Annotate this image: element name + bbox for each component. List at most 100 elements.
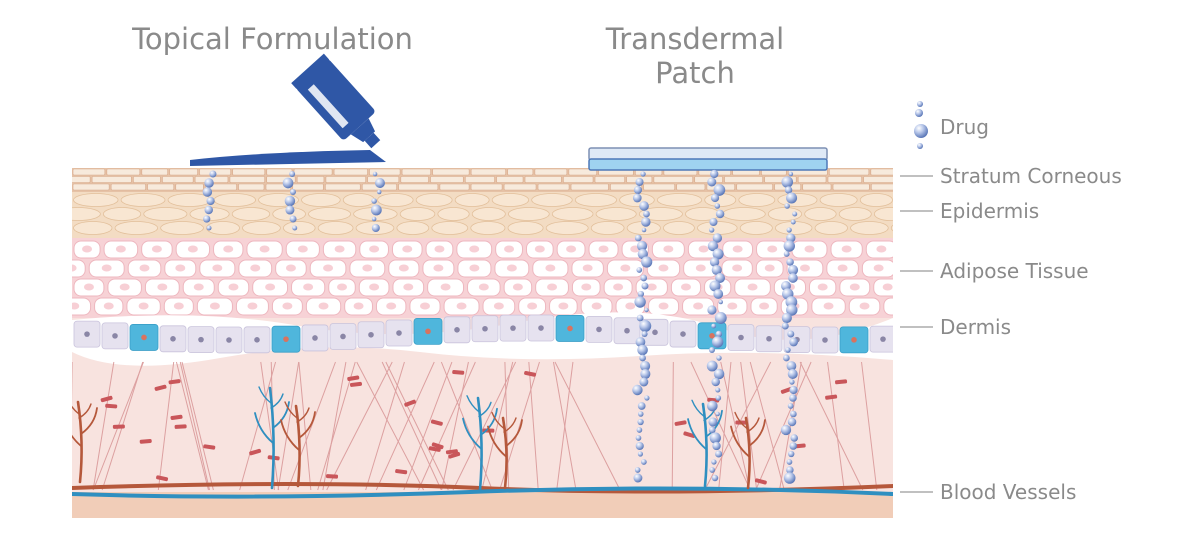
stratum-brick <box>724 176 763 183</box>
dermis-nucleus <box>84 331 90 337</box>
drug-particle <box>787 403 794 409</box>
stratum-brick <box>325 183 361 191</box>
vessel-branch <box>503 417 517 433</box>
adipose-nucleus <box>547 283 558 291</box>
adipose-nucleus <box>139 264 150 272</box>
adipose-nucleus <box>646 283 657 291</box>
stratum-bricks <box>72 168 893 191</box>
drug-particle <box>789 337 798 347</box>
dermis-nucleus <box>624 327 630 334</box>
epidermis-cell <box>819 193 858 207</box>
drug-particle <box>787 417 797 427</box>
fibroblast <box>325 474 339 479</box>
drug-particle <box>713 368 725 380</box>
stratum-brick <box>91 176 132 183</box>
collagen-fiber <box>779 361 802 491</box>
collagen-fiber <box>322 361 347 491</box>
collagen-fiber <box>718 361 732 491</box>
dermis-nucleus <box>283 336 289 342</box>
vessel-branch <box>76 400 83 484</box>
stratum-brick <box>570 183 609 191</box>
dermis-nucleus <box>851 337 857 343</box>
adipose-nucleus <box>250 264 261 272</box>
stratum-brick <box>162 176 194 183</box>
drug-particle <box>370 204 382 216</box>
fibroblast <box>674 420 687 426</box>
adipose-nucleus <box>882 283 893 291</box>
epidermis-cell <box>722 207 766 221</box>
drug-particle <box>206 196 215 206</box>
drug-particle <box>641 227 647 233</box>
dermis-nucleus <box>680 331 686 337</box>
adipose-nucleus <box>566 245 577 253</box>
fibroblast <box>154 384 167 391</box>
adipose-nucleus <box>187 245 198 253</box>
stratum-brick <box>563 176 594 183</box>
adipose-nucleus <box>434 245 445 253</box>
epidermis-cell <box>739 221 773 235</box>
drug-particle <box>715 411 720 417</box>
drug-particle <box>639 320 652 332</box>
drug-particle <box>789 379 795 385</box>
dermis-nucleus <box>510 325 516 331</box>
adipose-nucleus <box>223 245 234 253</box>
adipose-nucleus <box>83 283 94 291</box>
drug-particle <box>377 189 382 195</box>
stratum-brick <box>72 176 91 183</box>
adipose-nucleus <box>337 283 348 291</box>
vessel-branch <box>734 411 748 430</box>
drug-particle <box>640 368 651 380</box>
epidermis-cell <box>437 207 470 221</box>
vessel-branch <box>272 401 290 429</box>
adipose-nucleus <box>727 302 738 310</box>
stratum-brick <box>537 183 570 191</box>
vessel-branch <box>480 407 498 436</box>
collagen-fiber <box>441 361 469 491</box>
adipose-cell <box>72 297 92 316</box>
drug-particle <box>789 385 798 395</box>
adipose-nucleus <box>849 283 860 291</box>
stratum-brick <box>110 183 146 191</box>
collagen-fiber <box>552 361 577 491</box>
transdermal-patch-icon <box>588 147 828 171</box>
drug-particle <box>371 216 377 222</box>
cream-tube-icon <box>190 53 386 166</box>
adipose-nucleus <box>334 245 345 253</box>
drug-particle <box>786 361 797 371</box>
drug-particle <box>637 344 648 356</box>
adipose-nucleus <box>732 245 743 253</box>
adipose-nucleus <box>582 264 593 272</box>
epidermis-cell <box>697 221 738 235</box>
drug-particle <box>781 322 789 330</box>
adipose-nucleus <box>228 283 239 291</box>
drug-particle <box>706 360 718 372</box>
drug-particle <box>289 171 296 177</box>
epidermis-cell <box>283 221 316 235</box>
adipose-nucleus <box>469 245 480 253</box>
dermis-nucleus <box>596 326 602 333</box>
adipose-nucleus <box>767 245 778 253</box>
vessel-branch <box>478 401 492 418</box>
collagen-fiber <box>827 361 845 491</box>
epidermis-cell <box>114 221 159 235</box>
drug-particle <box>709 257 720 267</box>
stratum-brick <box>238 183 265 191</box>
stratum-brick <box>169 168 198 176</box>
stratum-brick <box>507 168 534 176</box>
adipose-nucleus <box>764 264 775 272</box>
stratum-brick <box>175 183 204 191</box>
epidermis-cell <box>471 207 506 221</box>
vessel-branch <box>476 396 483 492</box>
drug-particle <box>209 170 217 178</box>
collagen-fiber <box>277 361 300 491</box>
drug-particle <box>784 203 790 209</box>
dermis-nucleus <box>226 337 232 343</box>
drug-particle <box>712 233 723 243</box>
stratum-brick <box>503 183 537 191</box>
stratum-brick <box>266 168 293 176</box>
adipose-cell <box>883 297 893 316</box>
drug-particle <box>786 233 796 243</box>
adipose-cells <box>72 240 893 316</box>
drug-particle <box>711 323 717 329</box>
